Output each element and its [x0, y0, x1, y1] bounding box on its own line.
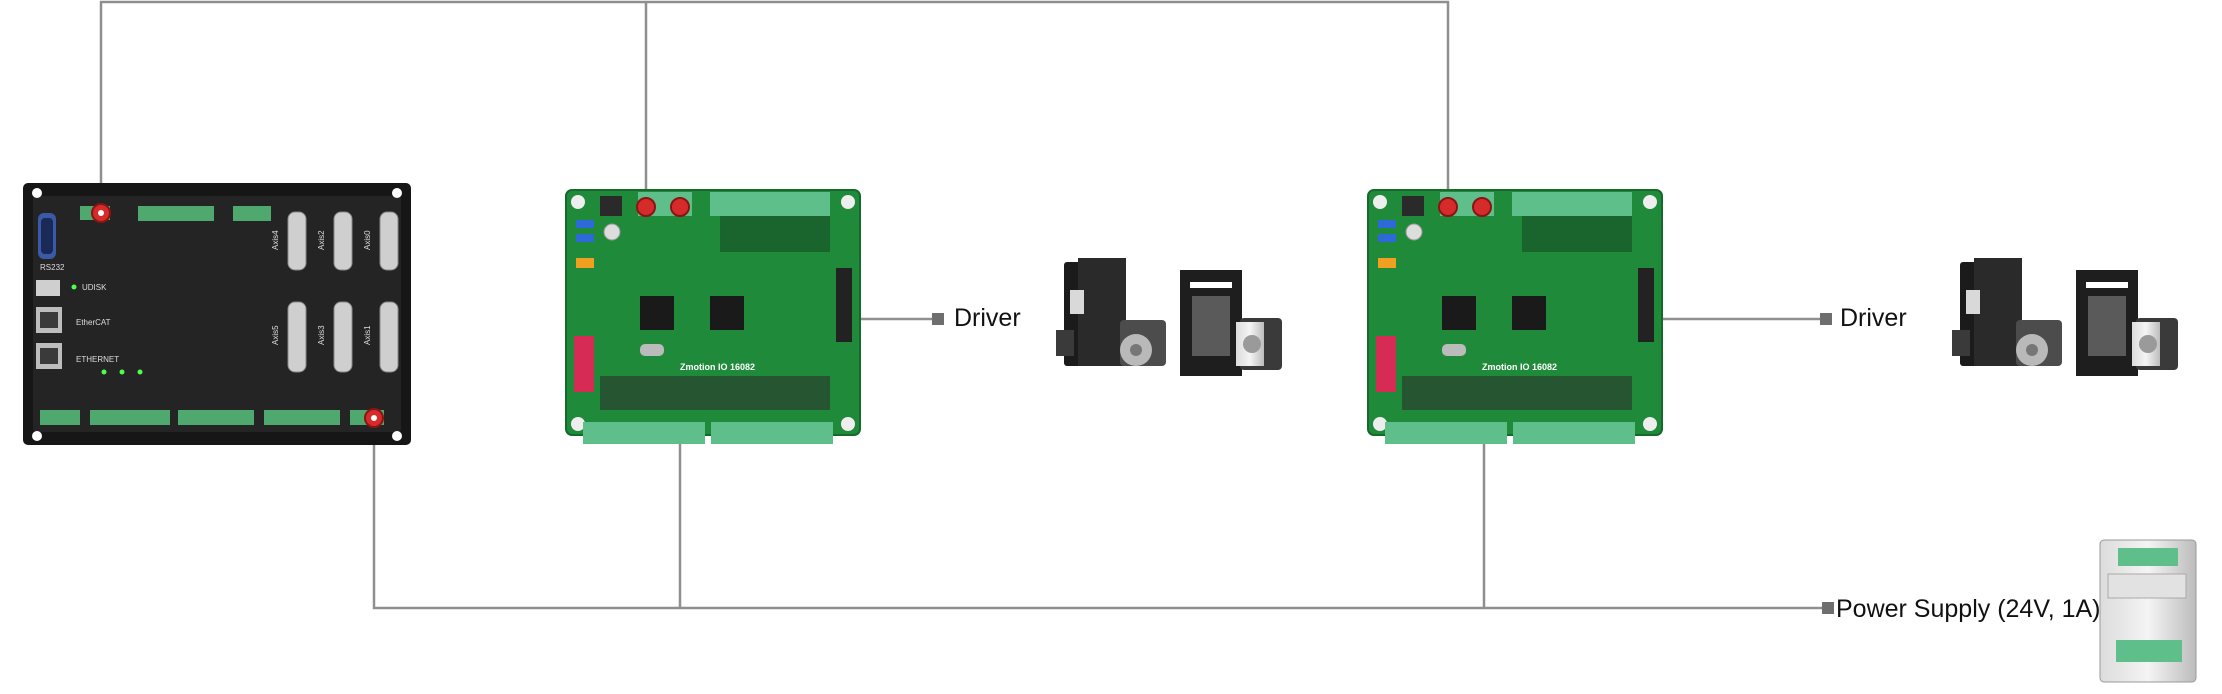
rs232-port — [38, 213, 56, 259]
udisk-label: UDISK — [82, 283, 107, 292]
ethercat-label: EtherCAT — [76, 318, 111, 327]
axis-label-3: Axis3 — [317, 325, 326, 345]
servo-motor-icon — [1056, 258, 1166, 366]
din-rail-power-supply-icon — [2099, 539, 2197, 683]
axis-label-5: Axis5 — [271, 325, 280, 345]
motion-controller: RS232 UDISK EtherCAT ETHERNET Axis4 Axis… — [23, 183, 411, 445]
io-board-1-model: Zmotion IO 16082 — [680, 362, 755, 372]
io-board-2: Zmotion IO 16082 — [1367, 189, 1663, 444]
axis-label-4: Axis4 — [271, 230, 280, 250]
servo-motor-icon — [1952, 258, 2062, 366]
power-supply-marker — [1822, 602, 1834, 614]
stepper-motor-icon — [1236, 318, 1282, 370]
io-board-1: Zmotion IO 16082 — [565, 189, 861, 444]
driver-2-marker — [1820, 313, 1832, 325]
rs232-label: RS232 — [40, 263, 65, 272]
axis-label-2: Axis2 — [317, 230, 326, 250]
power-supply-label: Power Supply (24V, 1A) — [1836, 595, 2101, 623]
bus-wire-top — [99, 0, 1450, 210]
io-board-2-model: Zmotion IO 16082 — [1482, 362, 1557, 372]
stepper-driver-icon — [1180, 270, 1242, 376]
axis-label-1: Axis1 — [363, 325, 372, 345]
driver-group-1 — [1056, 258, 1282, 376]
driver-group-2 — [1952, 258, 2178, 376]
driver-2-label: Driver — [1840, 304, 1907, 332]
stepper-motor-icon — [2132, 318, 2178, 370]
wires — [99, 0, 1830, 610]
axis-connectors — [287, 211, 399, 373]
power-wire-bottom — [372, 442, 1830, 610]
ethernet-label: ETHERNET — [76, 355, 119, 364]
axis-label-0: Axis0 — [363, 230, 372, 250]
driver-1-marker — [932, 313, 944, 325]
driver-1-label: Driver — [954, 304, 1021, 332]
stepper-driver-icon — [2076, 270, 2138, 376]
